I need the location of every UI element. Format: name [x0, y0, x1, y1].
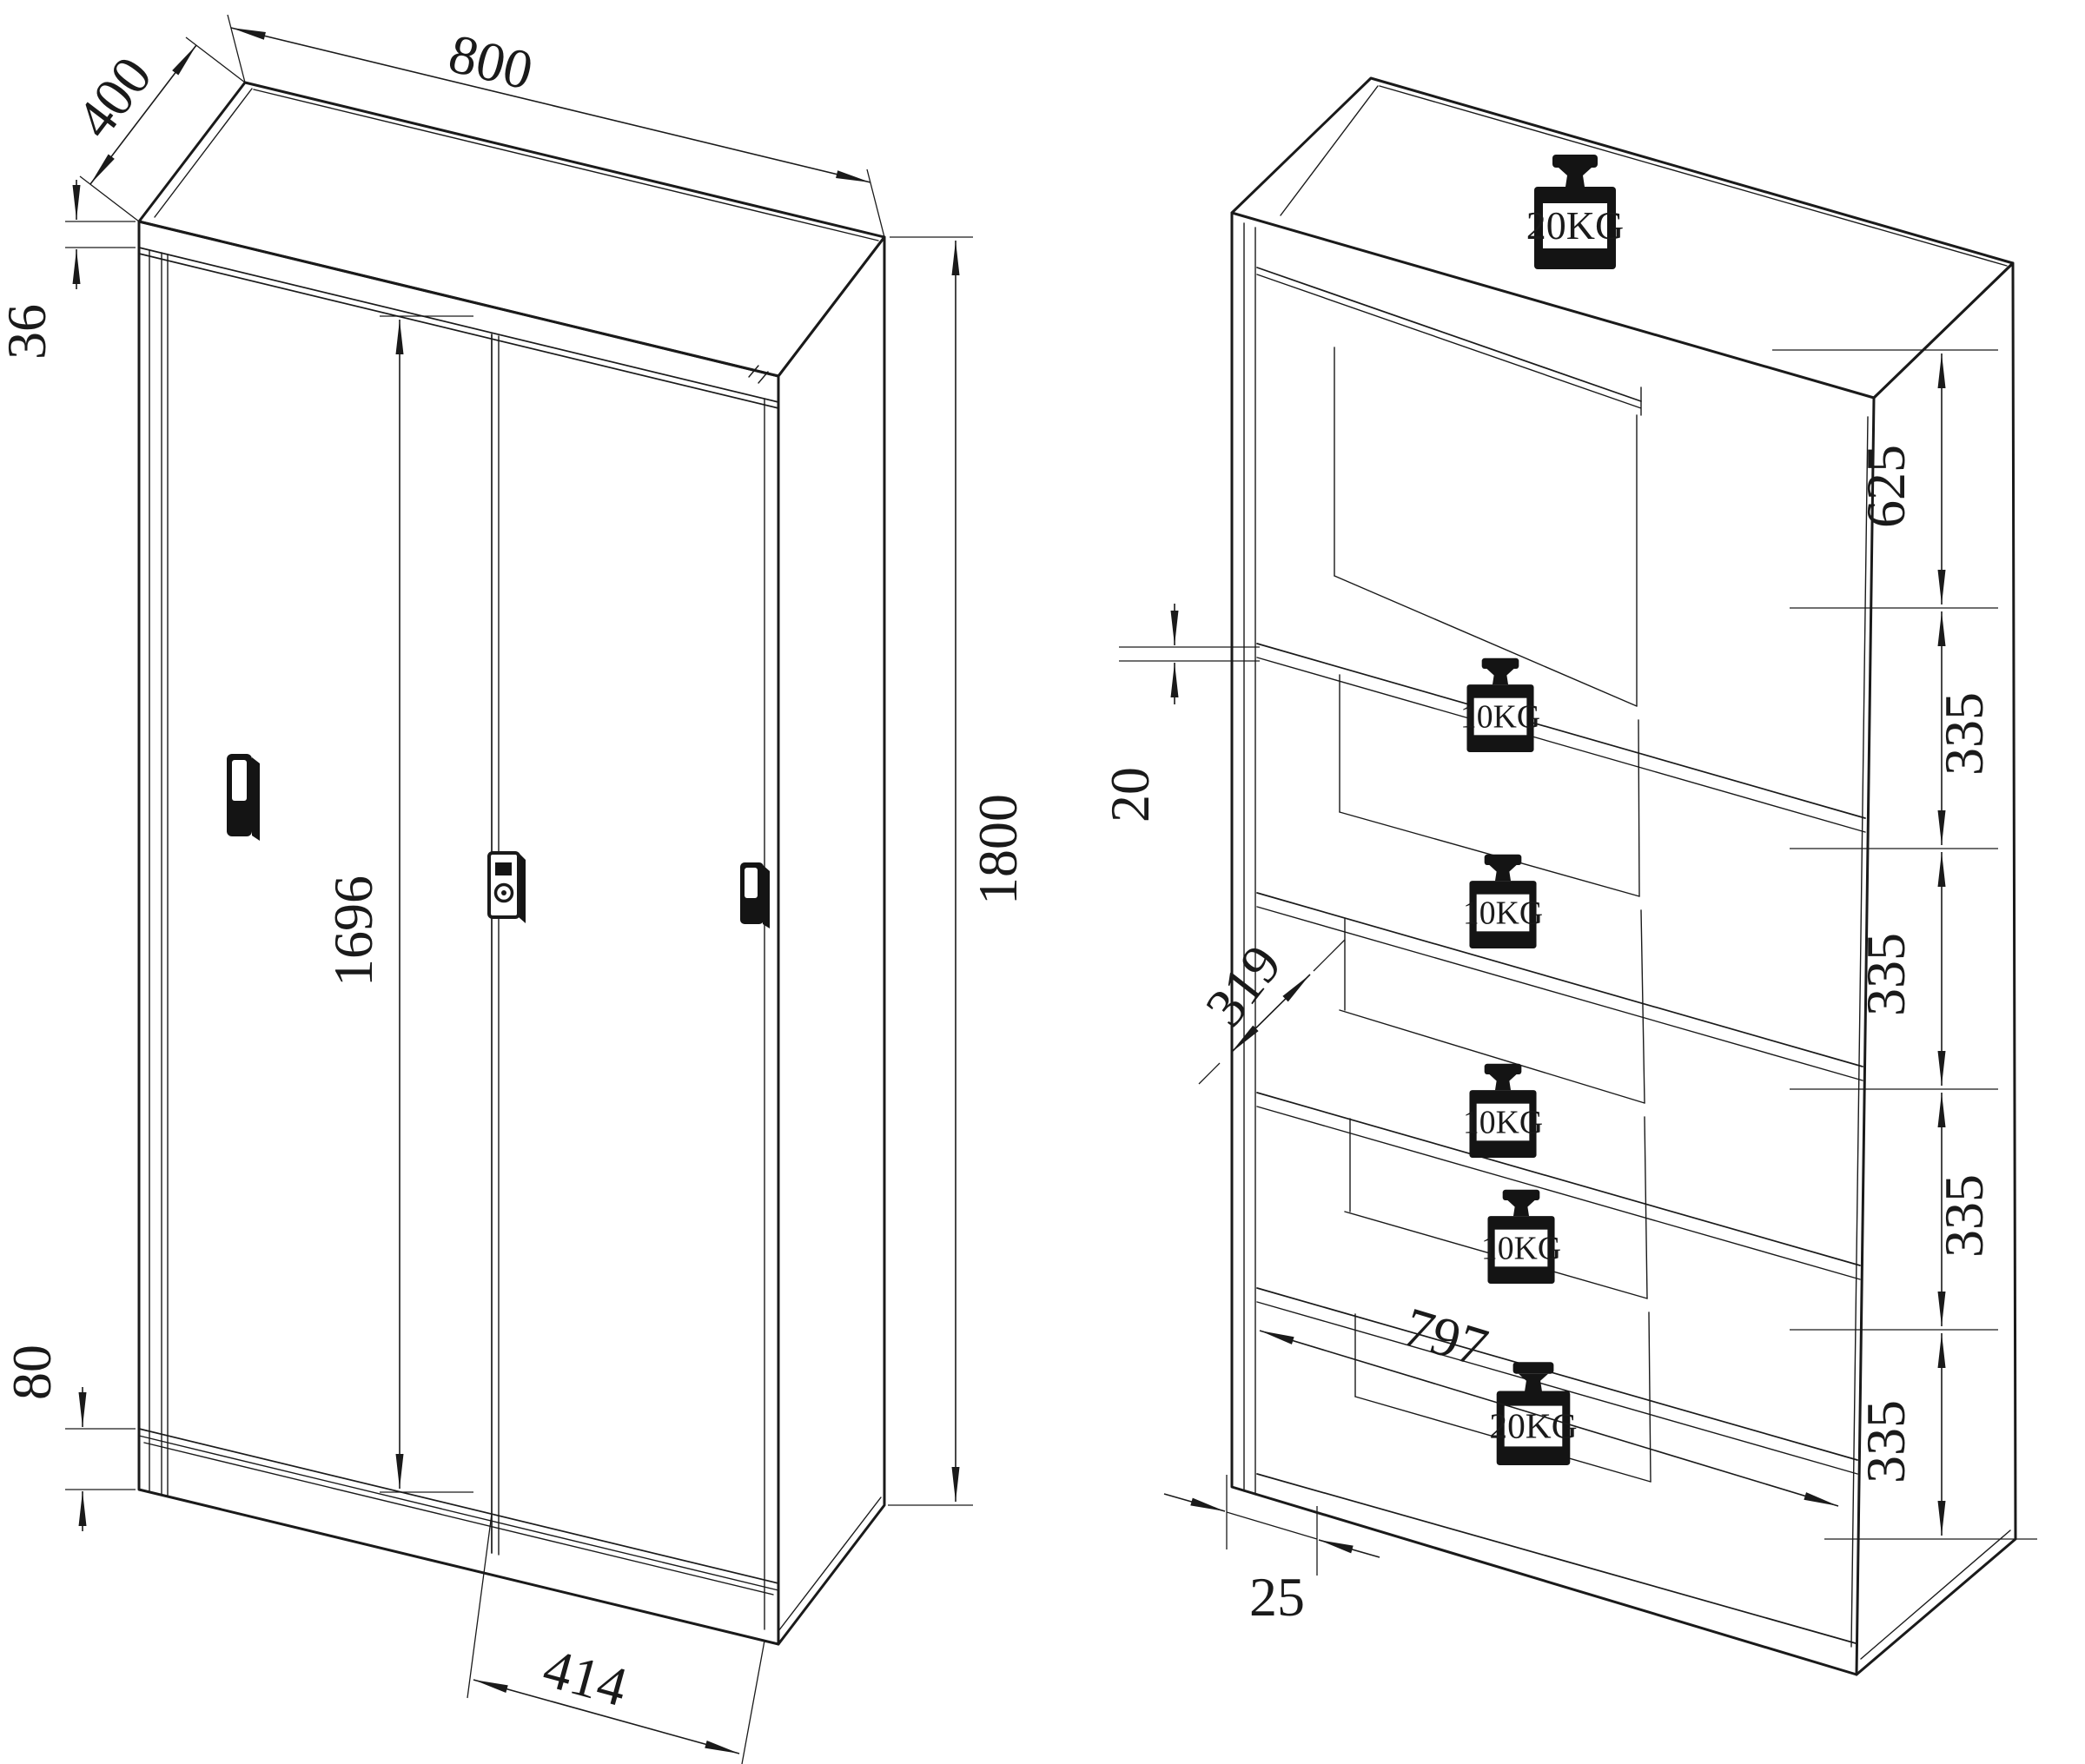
- dim-shelfthickness-20: 20: [1099, 604, 1260, 823]
- dim-label-gap4: 335: [1855, 1400, 1916, 1483]
- dim-shelfdepth-319: 319: [1194, 934, 1346, 1085]
- dim-label-width: 800: [443, 22, 539, 102]
- cabinet-front-face: [137, 220, 780, 1646]
- load-label-shelf2: 10KG: [1463, 895, 1543, 931]
- shelf-2: [1256, 811, 1863, 1081]
- load-label-top: 20KG: [1526, 203, 1624, 248]
- dim-label-inner-width: 797: [1397, 1296, 1494, 1379]
- interior-back-right-corner: [1636, 414, 1651, 1483]
- shelf-3: [1256, 1009, 1861, 1280]
- weight-icon-shelf3: 10KG: [1463, 1063, 1543, 1158]
- cabinet-top-face: [137, 81, 886, 378]
- right-door-handle[interactable]: [740, 862, 770, 928]
- dim-label-height: 1800: [967, 794, 1029, 905]
- dim-label-depth: 400: [64, 45, 164, 149]
- shelf-1: [1256, 575, 1866, 833]
- cabinet-side-face: [777, 235, 886, 1646]
- dim-label-door-width: 414: [537, 1636, 633, 1718]
- open-cabinet-front-edges: [1230, 211, 1858, 1676]
- door-track-lines: [149, 249, 169, 1497]
- dim-label-top-frame: 36: [0, 304, 57, 360]
- dim-label-plinth: 80: [1, 1344, 63, 1400]
- dim-label-gap2: 335: [1855, 933, 1916, 1016]
- weight-icon-shelf2: 10KG: [1463, 854, 1543, 948]
- load-label-shelf4: 10KG: [1481, 1230, 1561, 1266]
- dim-plinth-80: 80: [1, 1344, 136, 1531]
- dim-label-shelf-depth: 319: [1194, 934, 1294, 1037]
- dim-chain-right: 625 335 335 335 335: [1772, 349, 2037, 1540]
- interior-back-left-corner: [1334, 347, 1356, 1397]
- dim-label-gap3: 335: [1933, 1174, 1995, 1258]
- dim-label-gap-top: 625: [1855, 445, 1916, 528]
- left-door-handle[interactable]: [227, 754, 260, 841]
- dim-label-bottom-inset: 25: [1249, 1566, 1305, 1628]
- dim-topframe-36: 36: [0, 180, 136, 360]
- dim-height-1800: 1800: [888, 236, 1029, 1506]
- weight-icon-shelf1: 10KG: [1460, 657, 1540, 752]
- dim-label-door-height: 1696: [322, 875, 384, 987]
- dim-depth-400: 400: [64, 36, 246, 222]
- load-label-shelf1: 10KG: [1460, 698, 1540, 735]
- dim-label-gap1: 335: [1933, 692, 1995, 776]
- dim-doorheight-1696: 1696: [322, 315, 473, 1493]
- right-cabinet-view: 20KG 10KG 10KG 10KG 10KG: [1099, 76, 2037, 1676]
- dim-width-800: 800: [227, 14, 885, 238]
- door-lock[interactable]: [487, 851, 526, 923]
- load-label-shelf3: 10KG: [1463, 1104, 1543, 1140]
- weight-icon-shelf4: 10KG: [1481, 1189, 1561, 1284]
- dim-label-shelf-thickness: 20: [1099, 767, 1161, 823]
- weight-icon-top: 20KG: [1526, 155, 1624, 269]
- load-label-bottom: 20KG: [1489, 1406, 1577, 1446]
- dim-bottominset-25: 25: [1163, 1475, 1380, 1628]
- left-cabinet-view: 400 800 36 1696 1800 80: [0, 14, 1029, 1764]
